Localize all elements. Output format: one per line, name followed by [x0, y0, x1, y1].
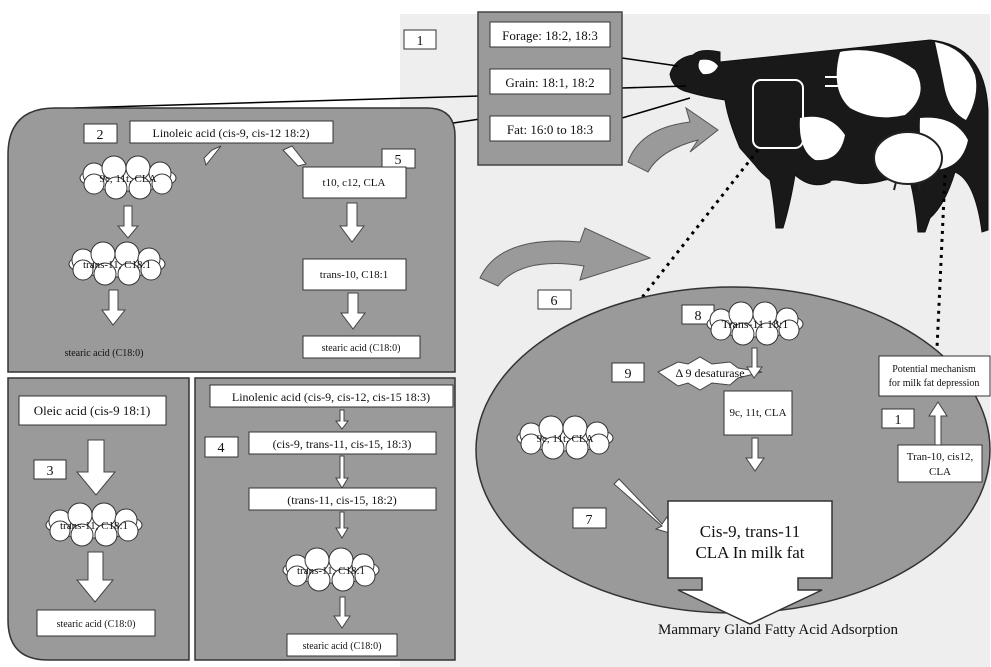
svg-text:7: 7 — [586, 513, 593, 528]
svg-text:stearic acid (C18:0): stearic acid (C18:0) — [303, 641, 382, 652]
svg-text:2: 2 — [97, 128, 104, 143]
svg-text:9: 9 — [625, 367, 632, 382]
svg-text:(trans-11, cis-15, 18:2): (trans-11, cis-15, 18:2) — [287, 493, 397, 507]
svg-text:Cis-9, trans-11: Cis-9, trans-11 — [700, 522, 800, 541]
svg-text:trans-11, C18:1: trans-11, C18:1 — [297, 565, 365, 577]
svg-text:Forage: 18:2, 18:3: Forage: 18:2, 18:3 — [502, 28, 598, 43]
svg-text:CLA: CLA — [929, 466, 951, 478]
svg-text:4: 4 — [218, 441, 225, 456]
svg-text:trans-10, C18:1: trans-10, C18:1 — [320, 269, 388, 281]
svg-text:3: 3 — [47, 464, 54, 479]
svg-text:for milk fat depression: for milk fat depression — [889, 378, 980, 389]
svg-text:Tran-10, cis12,: Tran-10, cis12, — [907, 451, 974, 463]
svg-text:9c, 11t, CLA: 9c, 11t, CLA — [729, 407, 786, 419]
svg-text:Grain: 18:1, 18:2: Grain: 18:1, 18:2 — [505, 75, 594, 90]
svg-text:stearic acid (C18:0): stearic acid (C18:0) — [322, 343, 401, 354]
svg-text:9c, 11t, CLA: 9c, 11t, CLA — [99, 173, 156, 185]
svg-text:Oleic acid (cis-9 18:1): Oleic acid (cis-9 18:1) — [34, 403, 151, 418]
svg-text:Fat: 16:0 to 18:3: Fat: 16:0 to 18:3 — [507, 122, 593, 137]
svg-text:6: 6 — [551, 294, 558, 309]
svg-text:trans-11, C18:1: trans-11, C18:1 — [60, 520, 128, 532]
caption: Mammary Gland Fatty Acid Adsorption — [658, 622, 898, 638]
svg-text:Potential mechanism: Potential mechanism — [892, 364, 976, 375]
linolenic-acid-panel: Linolenic acid (cis-9, cis-12, cis-15 18… — [195, 378, 455, 660]
feed-box: Forage: 18:2, 18:3 Grain: 18:1, 18:2 Fat… — [478, 12, 622, 165]
svg-text:Δ 9 desaturase: Δ 9 desaturase — [675, 366, 744, 380]
svg-text:1: 1 — [417, 34, 424, 49]
svg-text:Trans-11 18:1: Trans-11 18:1 — [722, 317, 789, 331]
oleic-acid-panel: Oleic acid (cis-9 18:1) 3 trans-11, C18:… — [8, 378, 189, 660]
svg-text:8: 8 — [695, 309, 702, 324]
svg-text:trans-11, C18:1: trans-11, C18:1 — [83, 259, 151, 271]
svg-text:stearic acid (C18:0): stearic acid (C18:0) — [57, 619, 136, 630]
svg-text:Linoleic acid (cis-9, cis-12 1: Linoleic acid (cis-9, cis-12 18:2) — [153, 126, 310, 140]
svg-text:Linolenic acid (cis-9, cis-12,: Linolenic acid (cis-9, cis-12, cis-15 18… — [232, 390, 430, 404]
svg-text:stearic acid (C18:0): stearic acid (C18:0) — [65, 348, 144, 359]
svg-text:5: 5 — [395, 153, 402, 168]
svg-text:1: 1 — [895, 413, 902, 428]
svg-text:t10, c12, CLA: t10, c12, CLA — [323, 177, 386, 189]
linoleic-acid-panel: 2 Linoleic acid (cis-9, cis-12 18:2) 5 9… — [8, 108, 455, 372]
svg-text:(cis-9, trans-11, cis-15, 18:3: (cis-9, trans-11, cis-15, 18:3) — [273, 437, 412, 451]
svg-text:CLA In milk fat: CLA In milk fat — [695, 543, 804, 562]
svg-text:9c, 11t, CLA: 9c, 11t, CLA — [536, 433, 593, 445]
